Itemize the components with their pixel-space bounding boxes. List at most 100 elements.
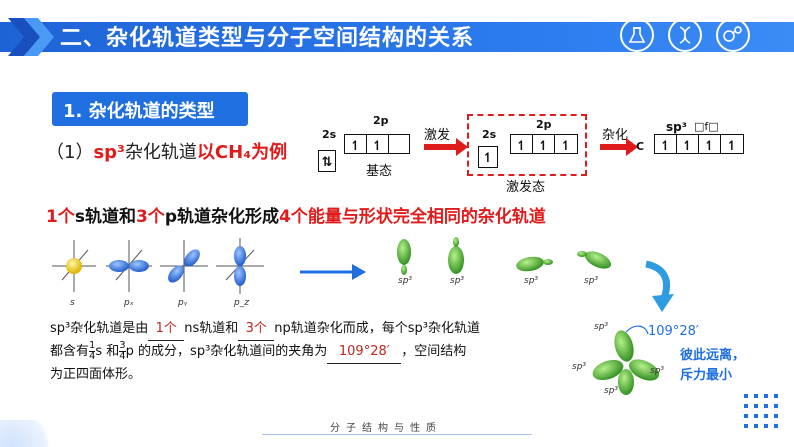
- tetra-label-2: sp³: [572, 362, 587, 372]
- ground-p-box: ↿ ↿: [344, 134, 410, 154]
- note-line-1: 彼此远离，: [680, 348, 746, 363]
- hybridize-arrow: [600, 138, 638, 156]
- fraction-2-num: 3: [119, 340, 126, 352]
- blank-2: 3个: [238, 318, 275, 341]
- hybrid-orbital-1: [397, 239, 411, 275]
- excited-p-box: ↿ ↿ ↿: [510, 134, 578, 154]
- hybrid-box: ↿ ↿ ↿ ↿: [654, 134, 744, 154]
- hybrid-orbital-2: [448, 237, 464, 274]
- bond-angle-label: 109°28′: [648, 324, 699, 339]
- key-statement: 1个s轨道和3个p轨道杂化形成4个能量与形状完全相同的杂化轨道: [46, 202, 546, 227]
- hybrid-4-electron: ↿: [726, 139, 738, 154]
- hybrid-orbital-4: [577, 251, 612, 269]
- flask-icon: [620, 18, 654, 52]
- excited-2p-label: 2p: [536, 118, 552, 131]
- statement-part-1: 1个: [46, 207, 75, 227]
- to-hybrid-arrow: [300, 264, 366, 280]
- ground-2s-label: 2s: [322, 128, 337, 141]
- fraction-2-den: 4: [119, 351, 126, 362]
- hybrid-label-2: sp³: [450, 276, 465, 286]
- para-text-1: sp³杂化轨道是由: [50, 321, 149, 336]
- para-text-3: np轨道杂化而成，每个sp³杂化轨道: [274, 321, 480, 336]
- excited-s-electron: ↿: [482, 151, 494, 166]
- excited-2s-label: 2s: [482, 128, 497, 141]
- px-orbital: [106, 240, 152, 292]
- statement-part-2: s轨道和: [74, 207, 136, 227]
- fraction-1-num: 1: [89, 340, 96, 352]
- pz-orbital: [216, 238, 264, 294]
- tetra-label-3: sp³: [650, 366, 665, 376]
- section-tag: [52, 92, 248, 126]
- corner-decoration: [0, 420, 60, 447]
- para-text-5: s 和: [95, 344, 120, 359]
- sub-heading: （1）sp³杂化轨道以CH₄为例: [46, 138, 287, 164]
- hybrid-label-1: sp³: [398, 276, 413, 286]
- s-label: s: [70, 298, 75, 308]
- subheading-sp3: sp³: [93, 142, 125, 163]
- blank-1: 1个: [148, 318, 185, 341]
- footer-divider: [262, 434, 532, 435]
- tetra-label-1: sp³: [594, 322, 609, 332]
- hybrid-orbital-3: [516, 256, 553, 272]
- header: 二、杂化轨道类型与分子空间结构的关系: [0, 0, 794, 70]
- excited-p2-electron: ↿: [538, 139, 549, 154]
- py-orbital: [160, 240, 208, 292]
- fraction-1-den: 4: [89, 351, 96, 362]
- pure-orbitals-figure: [52, 238, 264, 294]
- statement-part-4: p轨道杂化形成: [164, 207, 279, 227]
- dot-grid-decoration: [744, 394, 778, 428]
- ground-s-electrons: ⇅: [321, 155, 333, 170]
- hybridize-label: 杂化: [602, 128, 629, 143]
- para-text-6: p 的成分，sp³杂化轨道间的夹角为: [125, 344, 328, 359]
- repulsion-note: 彼此远离， 斥力最小: [680, 346, 745, 386]
- header-bar: [0, 22, 794, 52]
- hybrid-1-electron: ↿: [660, 139, 671, 154]
- excite-arrow: [424, 138, 468, 156]
- statement-part-5: 4个能量与形状完全相同的杂化轨道: [278, 207, 546, 227]
- excited-p3-electron: ↿: [560, 139, 572, 154]
- curved-down-arrow: [645, 260, 674, 312]
- section-tag-label: 1. 杂化轨道的类型: [63, 101, 215, 122]
- pz-label: p_z: [234, 298, 249, 308]
- para-text-7: ，空间结构: [401, 344, 467, 359]
- ground-s-box: ⇅: [318, 150, 336, 172]
- hybrid-3-electron: ↿: [704, 139, 715, 154]
- footer-title: 分子结构与性质: [330, 423, 442, 434]
- ground-caption: 基态: [366, 164, 393, 179]
- statement-part-3: 3个: [135, 207, 165, 227]
- ground-p2-electron: ↿: [372, 139, 383, 154]
- hybrid-label-4: sp³: [584, 276, 599, 286]
- excited-p1-electron: ↿: [516, 139, 527, 154]
- px-label: pₓ: [124, 298, 134, 308]
- tetra-label-4: sp³: [604, 386, 619, 396]
- dna-icon: [668, 18, 702, 52]
- hybrid-2-electron: ↿: [682, 139, 693, 154]
- s-orbital: [52, 240, 96, 292]
- hybrid-label-3: sp³: [524, 276, 539, 286]
- double-chevron-icon: [8, 18, 54, 56]
- hybrid-label-extra: □f□: [694, 120, 719, 133]
- subheading-prefix: （1）: [46, 142, 94, 163]
- note-line-2: 斥力最小: [680, 368, 733, 383]
- excited-s-box: ↿: [478, 146, 498, 168]
- py-label: pᵧ: [178, 298, 188, 308]
- page-title: 二、杂化轨道类型与分子空间结构的关系: [60, 26, 475, 51]
- para-text-4: 都含有: [50, 344, 90, 359]
- hybrid-label: sp³: [666, 120, 687, 134]
- excited-state-frame: [467, 114, 587, 176]
- carbon-label: C: [636, 140, 645, 153]
- ground-2p-label: 2p: [373, 114, 389, 127]
- excite-label: 激发: [424, 128, 451, 143]
- excited-caption: 激发态: [506, 180, 546, 195]
- subheading-mid: 杂化轨道: [124, 142, 197, 163]
- ground-p1-electron: ↿: [350, 139, 361, 154]
- molecule-icon: [716, 18, 750, 52]
- para-text-2: ns轨道和: [184, 321, 239, 336]
- subheading-example: 以CH₄为例: [196, 142, 288, 163]
- blank-3: 109°28′: [327, 341, 402, 364]
- tetrahedral-orbitals-figure: [592, 325, 659, 395]
- hybrid-orbitals-figure: [397, 237, 612, 275]
